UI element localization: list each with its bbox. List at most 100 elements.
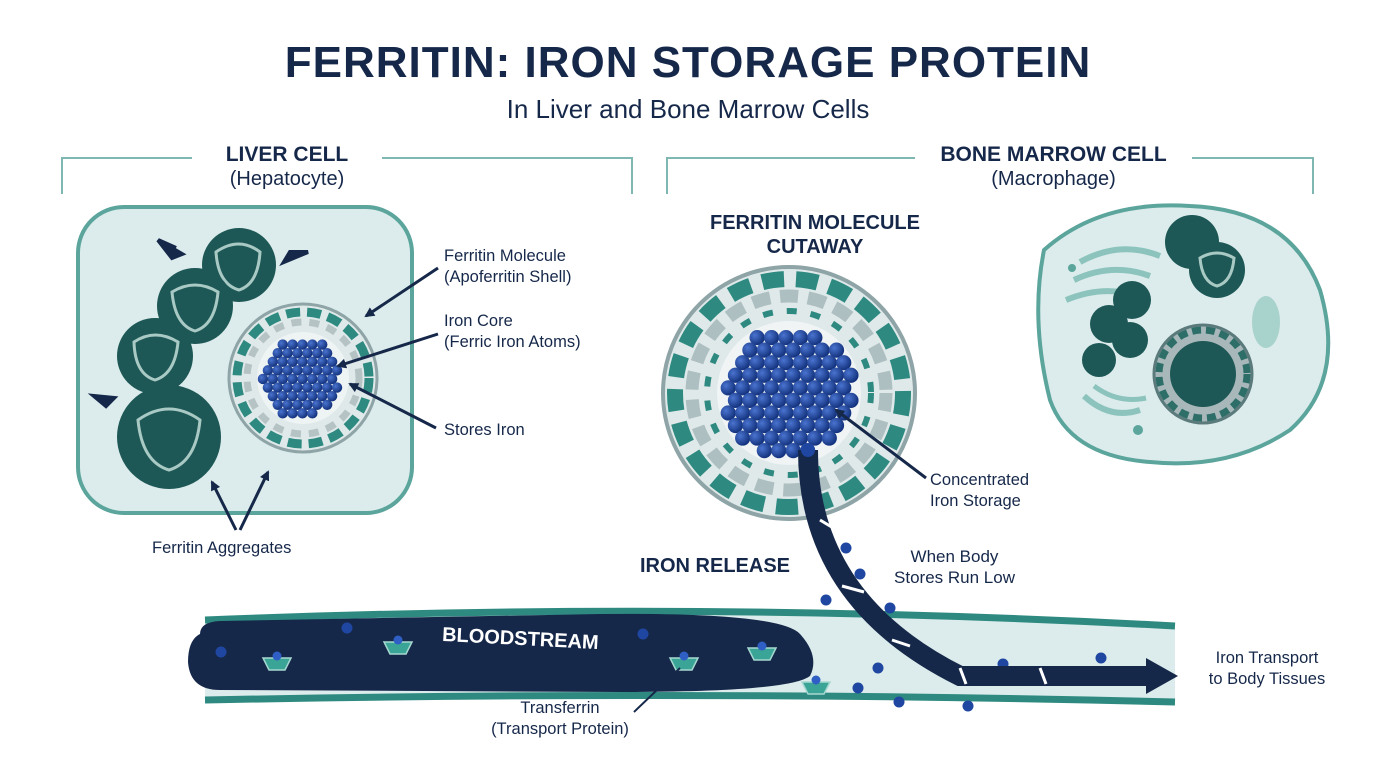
iron-atom [763, 355, 780, 371]
iron-atom [828, 342, 845, 358]
iron-atom [763, 430, 780, 446]
iron-atom [321, 347, 333, 359]
iron-atom [735, 430, 751, 446]
transferrin-protein [746, 647, 778, 661]
iron-atom [317, 339, 328, 350]
iron-atom [307, 356, 318, 367]
iron-atom [836, 355, 852, 371]
iron-transport-label: Iron Transport to Body Tissues [1208, 649, 1326, 688]
iron-atom [807, 380, 823, 396]
cutaway-iron-core [720, 329, 859, 459]
iron-atom [807, 430, 823, 446]
iron-atom [287, 408, 298, 419]
iron-atom [277, 408, 288, 419]
iron-atom [778, 430, 794, 446]
iron-atom [778, 380, 794, 396]
iron-atom [297, 408, 308, 419]
iron-atom [307, 408, 318, 419]
iron-atom [287, 356, 298, 367]
iron-atom [272, 382, 283, 393]
iron-atom [800, 392, 816, 408]
iron-atom [321, 365, 333, 376]
iron-atom [771, 367, 787, 383]
bound-iron-atom [393, 635, 403, 645]
iron-atom [821, 430, 837, 446]
iron-atom [292, 399, 303, 410]
iron-atom [814, 417, 830, 434]
iron-atom [287, 390, 298, 402]
iron-atom [317, 390, 328, 402]
iron-atom [297, 390, 308, 402]
aggregate-3 [117, 318, 193, 394]
iron-atom [852, 682, 864, 694]
iron-atom [292, 365, 303, 376]
ferritin-molecule-label: Ferritin Molecule (Apoferritin Shell) [444, 247, 572, 286]
iron-atom [637, 628, 649, 640]
liver-uptake-arrows [87, 238, 309, 409]
concentrated-storage-label: Concentrated Iron Storage [930, 471, 1030, 510]
transferrin-protein [261, 657, 293, 671]
iron-atom [763, 329, 780, 346]
iron-atom [321, 399, 333, 410]
iron-atom [297, 373, 308, 385]
iron-atom [807, 355, 823, 371]
iron-atom [321, 382, 333, 393]
iron-atom [326, 356, 338, 367]
iron-atom [785, 417, 801, 434]
iron-atom [749, 430, 765, 446]
macrophage-cell [1036, 203, 1331, 466]
iron-atom [307, 390, 318, 402]
bound-iron-atom [811, 675, 821, 685]
transferrin-protein [382, 641, 414, 655]
marrow-panel-title: BONE MARROW CELL [940, 143, 1167, 166]
iron-atom [272, 347, 283, 359]
when-body-low-label: When Body Stores Run Low [894, 547, 1015, 587]
iron-atom [272, 399, 283, 410]
iron-atom [735, 355, 751, 371]
iron-atom [215, 646, 227, 658]
iron-atom [277, 373, 288, 385]
iron-atom [302, 382, 313, 393]
iron-atom [287, 339, 298, 350]
iron-atom [277, 356, 288, 367]
iron-atom [727, 367, 744, 383]
aggregate-4 [117, 385, 221, 489]
iron-atom [282, 347, 293, 359]
iron-atom [297, 356, 308, 367]
iron-atom [785, 367, 801, 383]
iron-atom [257, 373, 269, 385]
liver-pointer-arrows [210, 266, 439, 531]
iron-atom [756, 367, 772, 383]
iron-atom [312, 382, 323, 393]
iron-atom [756, 417, 772, 434]
marrow-panel-bracket [666, 157, 1314, 194]
iron-atom [287, 373, 298, 385]
iron-atom [317, 356, 328, 367]
bound-iron-atom [679, 651, 689, 661]
liver-panel-bracket [61, 157, 633, 194]
iron-atom [843, 367, 859, 383]
iron-atom [800, 417, 816, 434]
iron-atom [742, 342, 758, 358]
iron-atom [756, 443, 772, 459]
iron-release-arrow [798, 443, 1178, 694]
cutaway-title: FERRITIN MOLECULE CUTAWAY [710, 212, 920, 258]
iron-atom [763, 405, 780, 421]
free-iron-atoms [215, 542, 1107, 712]
cutaway-ferritin-molecule [661, 265, 917, 521]
iron-atom [277, 339, 288, 350]
iron-atom [749, 355, 765, 371]
iron-atom [312, 365, 323, 376]
iron-atom [828, 367, 845, 383]
iron-atom [742, 392, 758, 408]
transferrin-pointer [633, 667, 681, 713]
iron-atom [326, 373, 338, 385]
iron-atom [807, 329, 823, 346]
iron-atom [302, 347, 313, 359]
iron-atom [302, 365, 313, 376]
iron-atom [317, 373, 328, 385]
ferritin-aggregates-label: Ferritin Aggregates [152, 539, 292, 557]
iron-atom [814, 392, 830, 408]
iron-atom [814, 342, 830, 358]
